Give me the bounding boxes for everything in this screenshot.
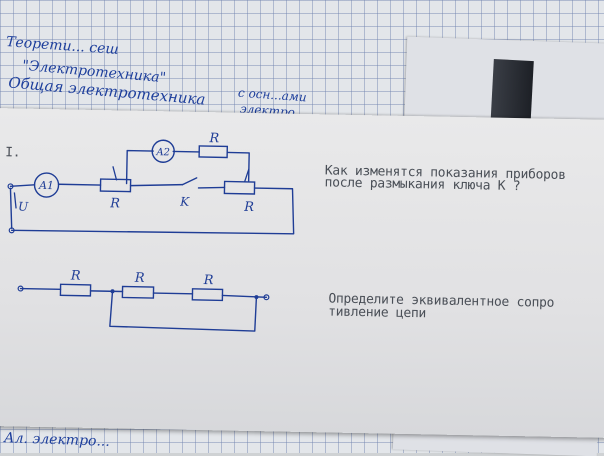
terminal-top xyxy=(7,183,14,190)
resistor-series-3-label: R xyxy=(203,273,214,288)
rheostat-slider-right xyxy=(244,168,250,183)
resistor-left xyxy=(99,178,132,193)
circuit-1-wiring xyxy=(9,149,295,235)
terminal-left xyxy=(17,285,24,292)
junction-node xyxy=(254,295,259,300)
ammeter-a1 xyxy=(33,172,60,198)
rheostat-slider-left xyxy=(112,166,118,181)
switch-label: K xyxy=(179,195,190,209)
resistor-series-2-label: R xyxy=(134,271,145,286)
question-2-line-2: тивление цепи xyxy=(328,304,427,322)
terminal-right xyxy=(263,294,270,301)
resistor-series-1 xyxy=(59,283,92,297)
problem-sheet: I. Как изменятся показания приборов посл… xyxy=(0,108,604,439)
junction-node xyxy=(110,289,115,294)
ammeter-a2-label: A2 xyxy=(155,147,170,158)
circuit-2-wiring xyxy=(19,287,268,332)
ammeter-a1-label: A1 xyxy=(38,179,54,192)
voltage-label: U xyxy=(18,199,29,213)
resistor-right xyxy=(223,180,256,195)
terminal-bottom xyxy=(8,227,15,234)
resistor-left-label: R xyxy=(109,196,120,211)
resistor-series-3 xyxy=(191,288,224,302)
resistor-right-label: R xyxy=(243,200,254,215)
resistor-top xyxy=(198,145,229,159)
circuit-diagrams: A1 A2 R R K R U R R R xyxy=(7,131,295,332)
ammeter-a2 xyxy=(151,139,175,163)
question-1-line-2: после размыкания ключа К ? xyxy=(324,175,521,195)
resistor-series-1-label: R xyxy=(70,268,81,283)
resistor-top-label: R xyxy=(208,131,219,146)
voltage-arrow-icon xyxy=(13,192,17,209)
resistor-series-2 xyxy=(121,285,155,299)
